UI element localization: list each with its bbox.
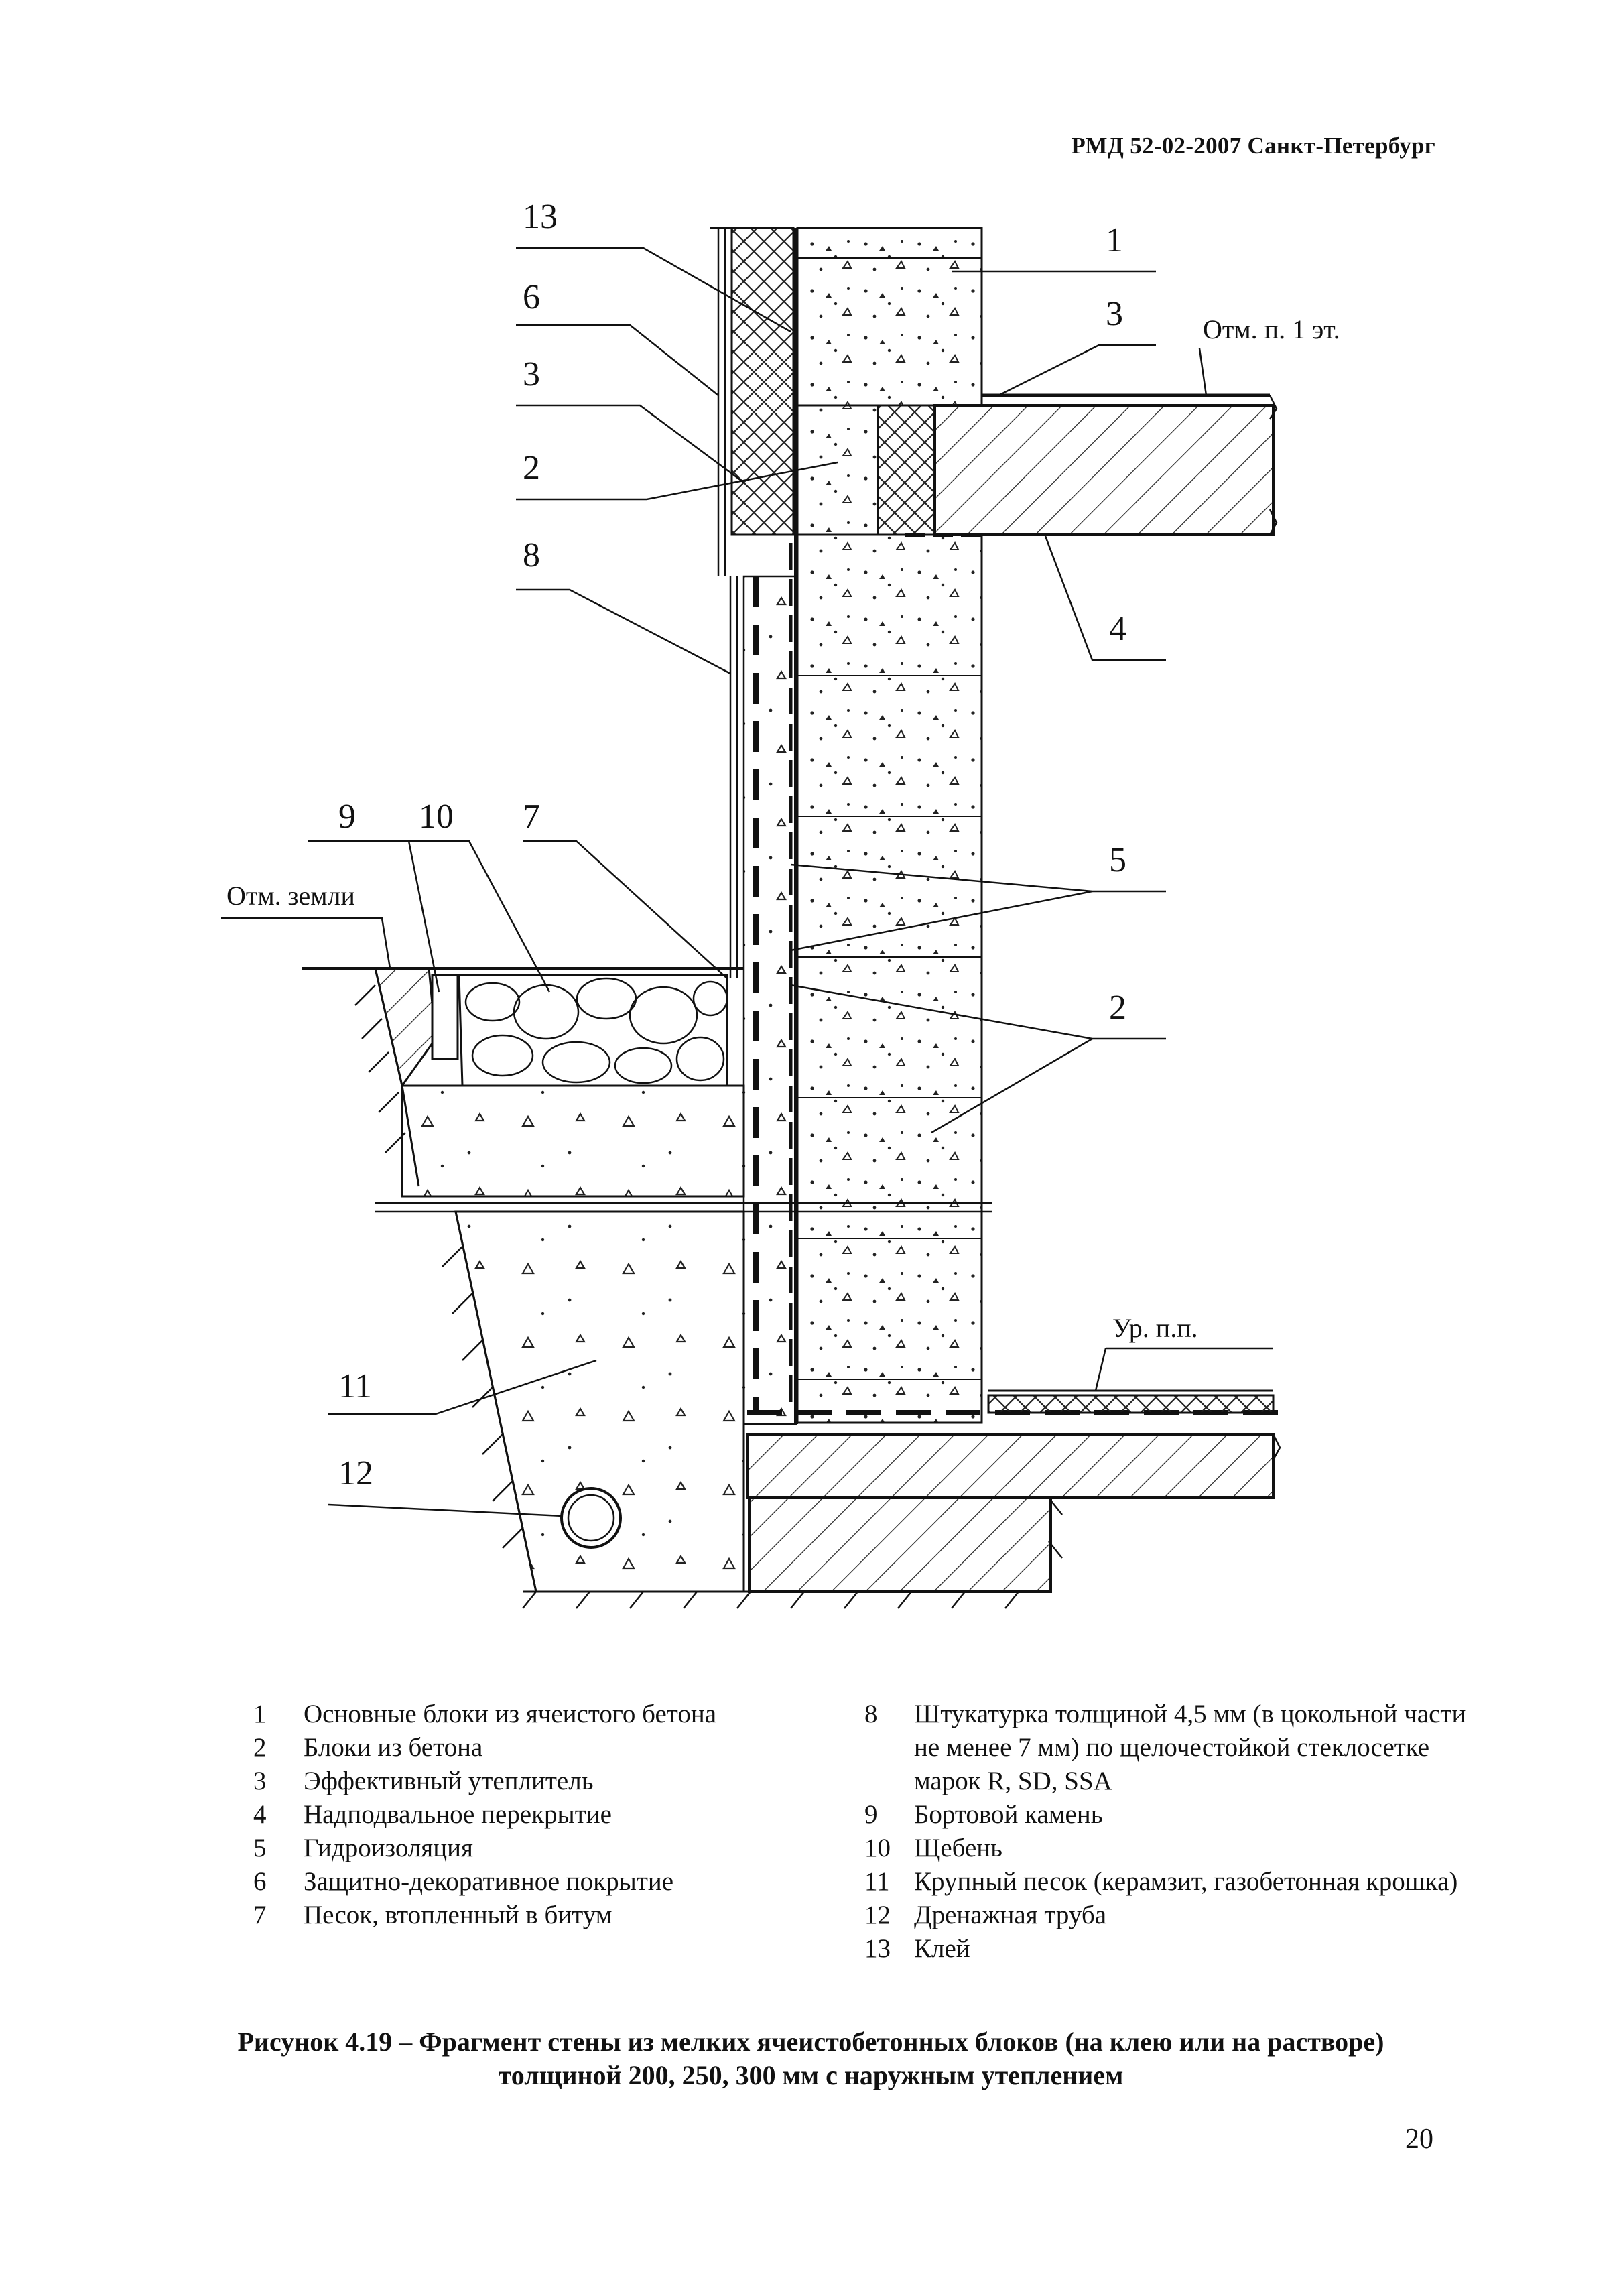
level-basement-floor-label: Ур. п.п. xyxy=(1112,1313,1198,1343)
callout-9: 9 xyxy=(338,798,356,836)
level-floor1-label: Отм. п. 1 эт. xyxy=(1203,314,1340,344)
wall-section-drawing: 13 6 3 2 8 1 3 4 5 2 9 10 7 11 12 Отм. п… xyxy=(221,198,1340,1609)
callout-2-upper: 2 xyxy=(523,449,540,487)
callout-10: 10 xyxy=(419,798,454,836)
callout-1: 1 xyxy=(1106,221,1123,259)
callout-12: 12 xyxy=(338,1454,373,1492)
callout-7: 7 xyxy=(523,798,540,836)
callout-4: 4 xyxy=(1109,610,1126,648)
document-header: РМД 52-02-2007 Санкт-Петербург xyxy=(1071,133,1435,159)
figure-caption: Рисунок 4.19 – Фрагмент стены из мелких … xyxy=(237,2027,1384,2090)
callout-6: 6 xyxy=(523,278,540,316)
callout-3-left: 3 xyxy=(523,355,540,393)
level-ground-label: Отм. земли xyxy=(226,881,355,911)
callout-3-right: 3 xyxy=(1106,295,1123,333)
callout-2-lower: 2 xyxy=(1109,988,1126,1027)
callout-13: 13 xyxy=(523,198,558,236)
callout-5: 5 xyxy=(1109,841,1126,879)
page-number: 20 xyxy=(1405,2124,1433,2155)
callout-11: 11 xyxy=(338,1367,372,1405)
callout-8: 8 xyxy=(523,536,540,574)
